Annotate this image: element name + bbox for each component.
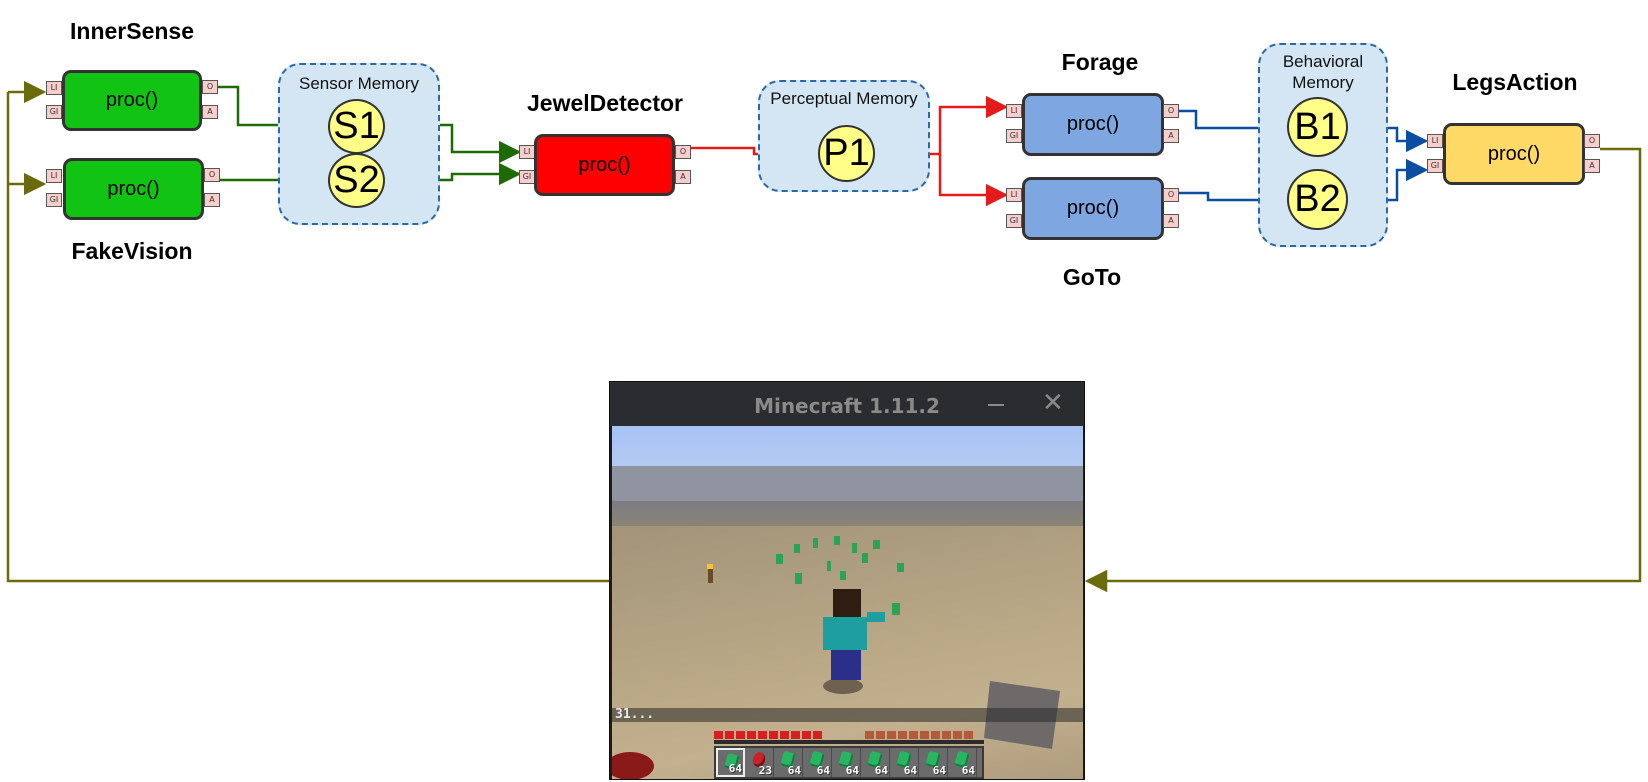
memory-object-p1: P1 [818, 125, 875, 182]
hotbar-slot[interactable]: 64 [919, 748, 948, 777]
minecraft-window: Minecraft 1.11.2 ✕ [609, 381, 1085, 780]
hotbar-slot-count: 64 [728, 762, 742, 775]
port-o: O [204, 168, 220, 182]
game-scene [612, 536, 1060, 779]
memory-object-s1: S1 [328, 99, 385, 154]
minimize-icon[interactable] [988, 404, 1004, 406]
port-li: LI [1427, 134, 1443, 148]
hotbar-slot[interactable]: 23 [745, 748, 774, 777]
port-a: A [1163, 129, 1179, 143]
hotbar-slot[interactable]: 64 [803, 748, 832, 777]
port-a: A [202, 105, 218, 119]
hotbar[interactable]: 64 23 64 64 64 64 64 64 64 [714, 746, 984, 779]
port-li: LI [46, 81, 62, 95]
jeweldetector-codelet: proc() [534, 134, 675, 196]
memory-object-b1: B1 [1287, 97, 1348, 157]
innersense-codelet: proc() [62, 70, 202, 131]
edge-goto-b2 [1176, 188, 1289, 212]
port-li: LI [519, 145, 535, 159]
fakevision-title: FakeVision [71, 238, 193, 264]
port-li: LI [1006, 104, 1022, 118]
hotbar-slot[interactable]: 64 [861, 748, 890, 777]
behavioral-memory-label-line2: Memory [1292, 73, 1354, 92]
game-far-wall [612, 501, 1083, 526]
hotbar-slot-count: 64 [816, 764, 830, 777]
minecraft-titlebar: Minecraft 1.11.2 ✕ [610, 382, 1084, 426]
forage-codelet: proc() [1022, 93, 1164, 156]
minecraft-window-title: Minecraft 1.11.2 [754, 394, 940, 418]
perceptual-memory-label: Perceptual Memory [770, 89, 918, 108]
port-li: LI [46, 169, 62, 183]
port-o: O [1163, 104, 1179, 118]
goto-title: GoTo [1062, 264, 1122, 290]
close-icon[interactable]: ✕ [1042, 388, 1064, 418]
forage-title: Forage [1061, 49, 1139, 75]
sensor-memory-label: Sensor Memory [299, 74, 419, 93]
legsaction-title: LegsAction [1452, 69, 1578, 95]
port-a: A [1163, 214, 1179, 228]
hotbar-slot[interactable]: 64 [832, 748, 861, 777]
hotbar-slot-count: 64 [845, 764, 859, 777]
port-gi: GI [1006, 129, 1022, 143]
behavioral-memory-label-line1: Behavioral [1282, 52, 1364, 71]
port-o: O [1584, 134, 1600, 148]
port-a: A [204, 193, 220, 207]
hotbar-slot-count: 64 [961, 764, 975, 777]
hotbar-slot[interactable]: 64 [774, 748, 803, 777]
jeweldetector-title: JewelDetector [527, 90, 683, 116]
port-o: O [1163, 188, 1179, 202]
chat-text: 31... [615, 707, 655, 722]
port-a: A [1584, 159, 1600, 173]
edge-minecraft-sensors [6, 92, 609, 583]
goto-codelet: proc() [1022, 177, 1164, 240]
hotbar-slot[interactable]: 64 [948, 748, 977, 777]
port-a: A [675, 170, 691, 184]
hotbar-slot[interactable]: 64 [716, 748, 745, 777]
edge-forage-b1 [1176, 109, 1289, 140]
hotbar-slot-count: 64 [787, 764, 801, 777]
edge-legsaction-minecraft [1084, 147, 1642, 593]
port-o: O [202, 80, 218, 94]
port-o: O [675, 145, 691, 159]
hotbar-slot[interactable]: 64 [890, 748, 919, 777]
memory-object-b2: B2 [1287, 169, 1348, 230]
edge-p1-goto [938, 154, 1009, 207]
fakevision-codelet: proc() [63, 158, 204, 220]
memory-object-s2: S2 [328, 153, 385, 208]
port-gi: GI [46, 193, 62, 207]
hotbar-slot-count: 64 [932, 764, 946, 777]
hotbar-slot-count: 64 [903, 764, 917, 777]
port-gi: GI [1427, 159, 1443, 173]
port-gi: GI [46, 105, 62, 119]
legsaction-codelet: proc() [1443, 123, 1585, 185]
innersense-title: InnerSense [70, 18, 194, 44]
chat-line: 31... [612, 708, 1083, 722]
port-gi: GI [1006, 214, 1022, 228]
minecraft-game-view[interactable]: 31... 64 23 64 64 64 64 64 64 64 [612, 426, 1083, 779]
port-gi: GI [519, 170, 535, 184]
hotbar-slot-count: 64 [874, 764, 888, 777]
port-li: LI [1006, 188, 1022, 202]
hotbar-slot-count: 23 [758, 764, 772, 777]
